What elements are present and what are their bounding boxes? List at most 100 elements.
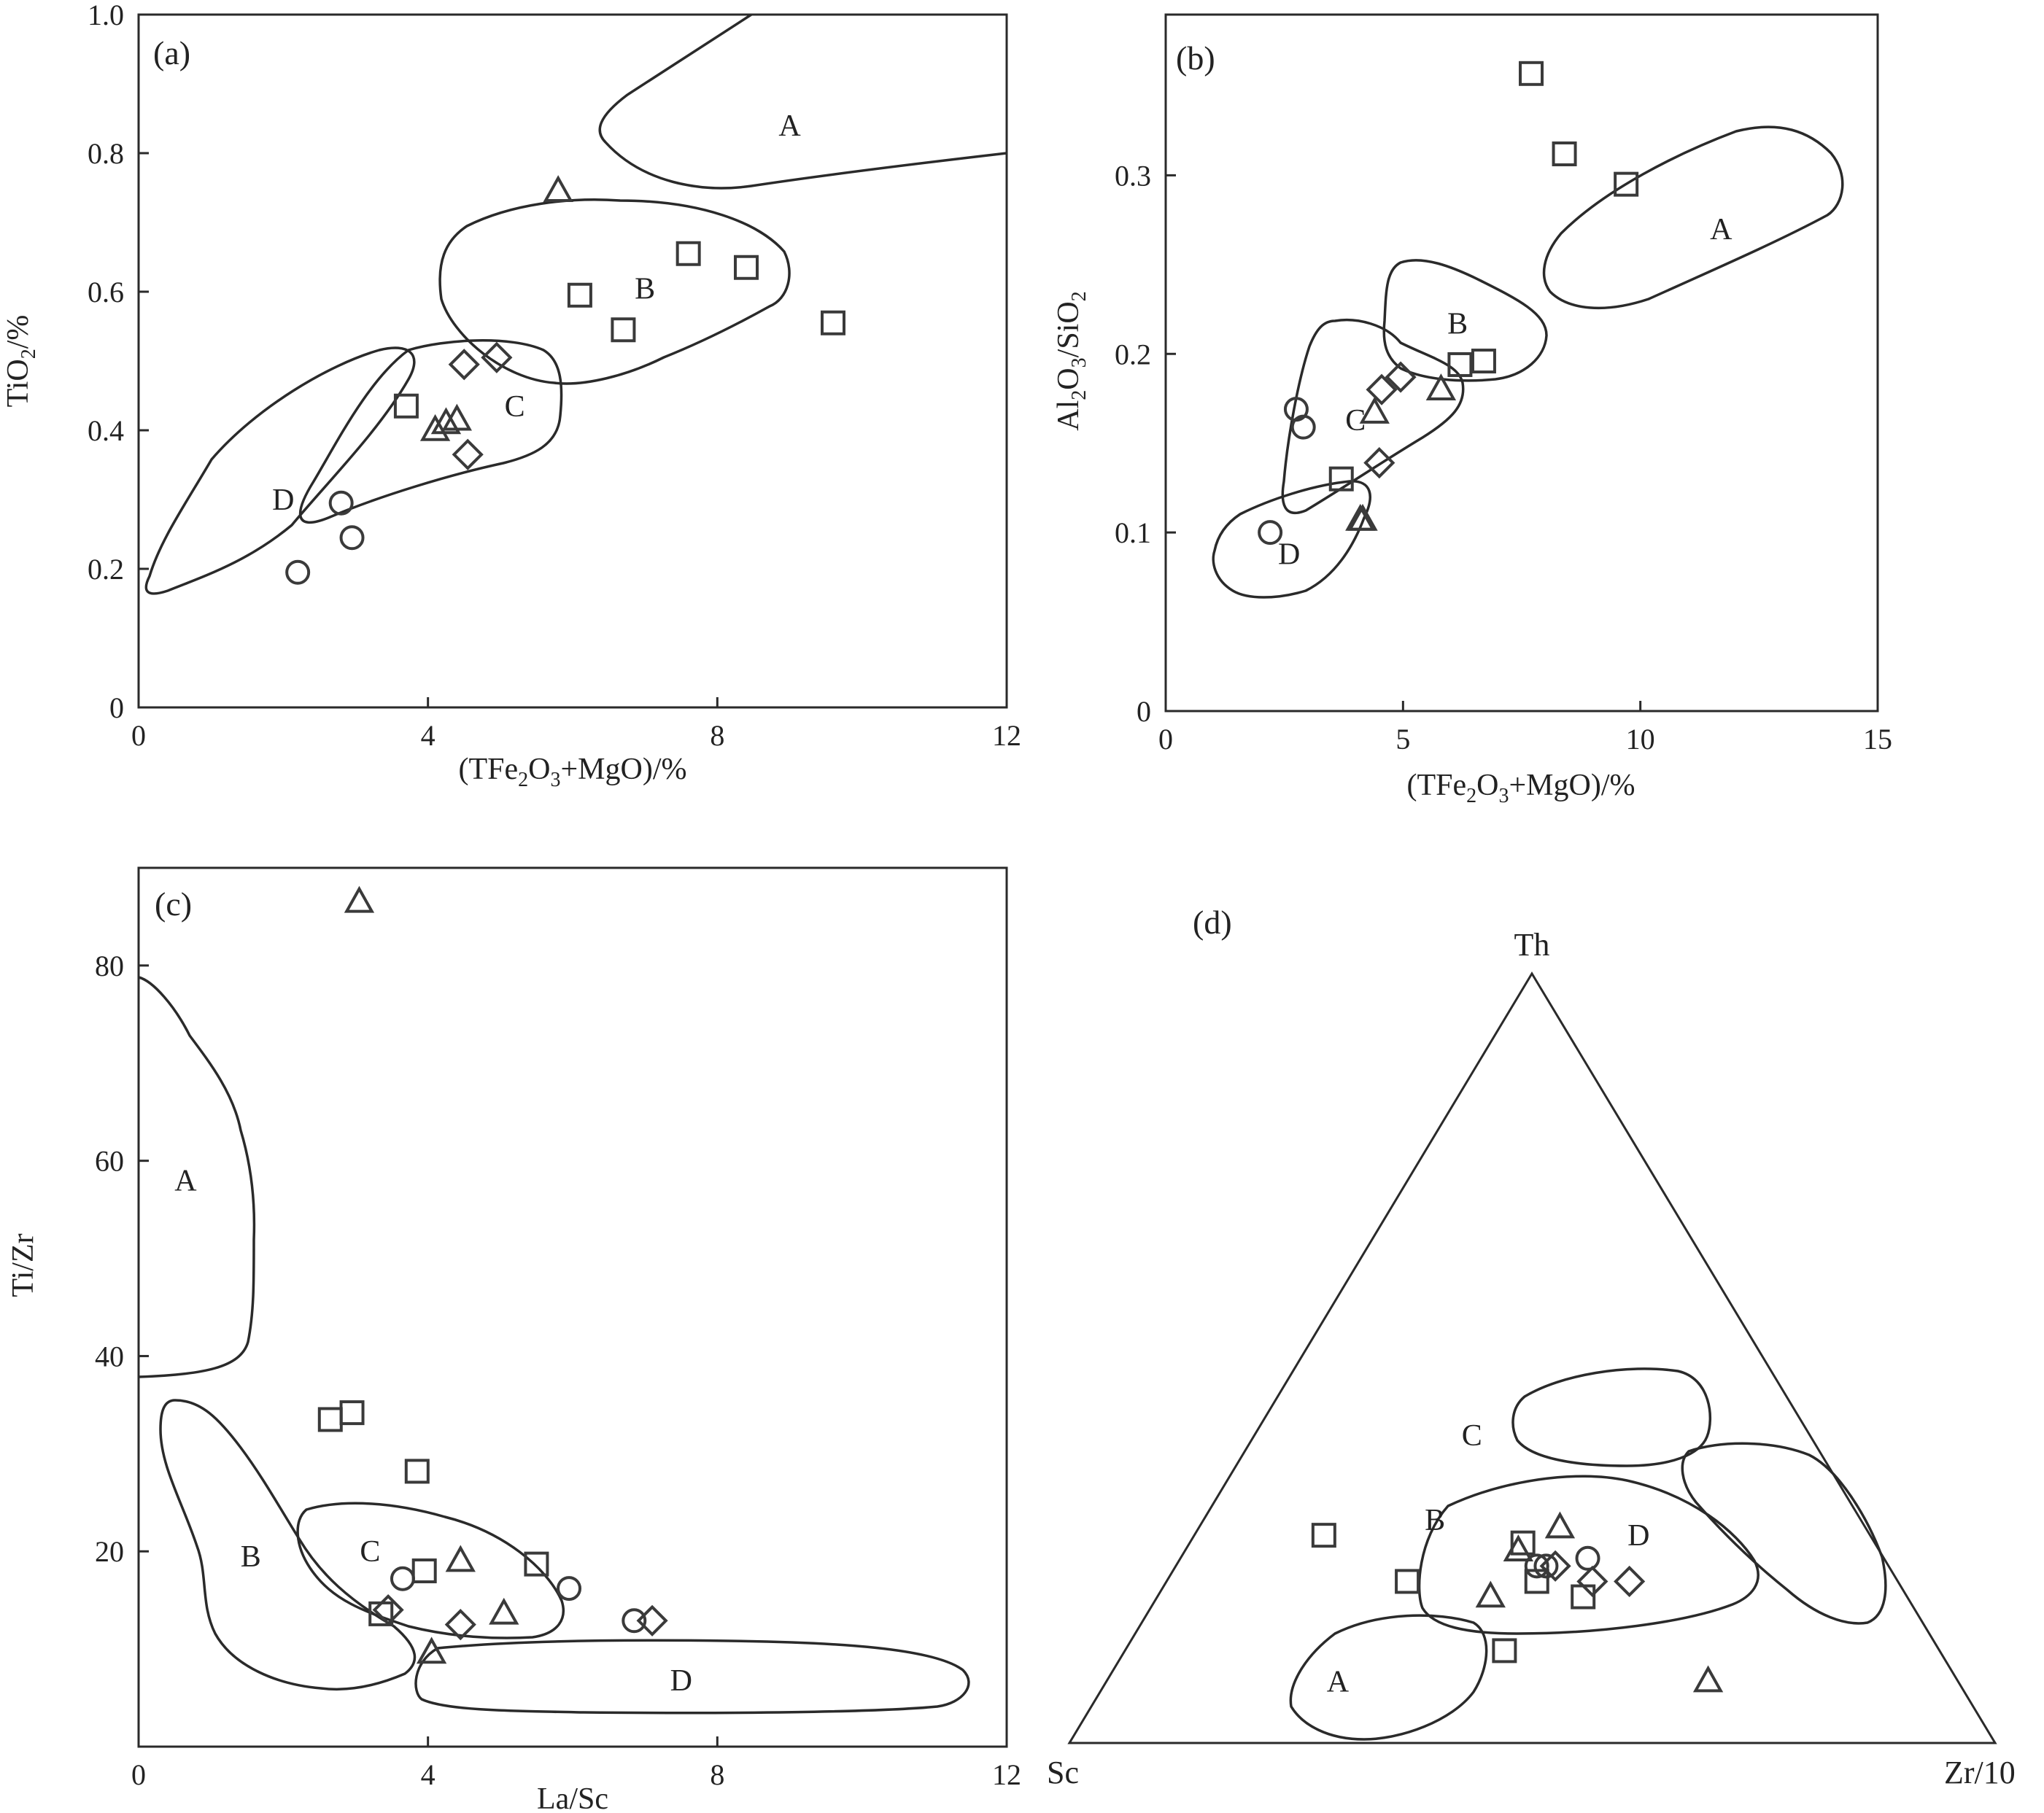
vertex-label-left: Sc — [1047, 1755, 1079, 1790]
diamond-marker — [636, 1604, 668, 1637]
y-tick-label: 80 — [95, 950, 124, 982]
triangle-marker — [1425, 373, 1457, 400]
circle-marker — [622, 1608, 647, 1634]
field-label-a: A — [1710, 213, 1733, 246]
ylabel-part: O — [1052, 368, 1085, 389]
square-marker — [1571, 1584, 1596, 1610]
field-label-b: B — [241, 1540, 261, 1574]
triangle-marker — [1692, 1665, 1724, 1693]
panel-a-points — [285, 175, 845, 585]
square-marker — [411, 1558, 437, 1583]
panel-c-label: (c) — [155, 885, 192, 923]
field-b-outline — [1382, 259, 1548, 382]
panel-b-frame — [1164, 13, 1879, 713]
field-label-a: A — [778, 109, 801, 143]
diamond-marker — [448, 349, 480, 381]
diamond-marker — [1366, 373, 1398, 405]
vertex-label-right: Zr/10 — [1944, 1755, 2016, 1790]
square-marker — [339, 1400, 365, 1426]
diamond-marker — [1614, 1565, 1646, 1598]
field-label-d: D — [670, 1664, 692, 1698]
x-tick-label: 0 — [131, 1758, 146, 1791]
panel-c-frame — [137, 866, 1008, 1748]
triangle-marker — [416, 1637, 447, 1664]
y-tick-label: 0 — [109, 691, 124, 724]
xlabel-subscript: 3 — [1498, 785, 1509, 807]
field-d-outline — [1681, 1442, 1887, 1625]
square-marker — [1492, 1638, 1517, 1663]
panel-b-y-axis-label: Al2O3/SiO2 — [1052, 291, 1091, 430]
panel-c-x-axis-label: La/Sc — [537, 1782, 608, 1813]
field-label-b: B — [635, 272, 655, 306]
square-marker — [1471, 349, 1496, 374]
panel-d-label: (d) — [1193, 904, 1232, 941]
y-tick-label: 0 — [1137, 695, 1151, 728]
xlabel-part: +MgO)/% — [560, 753, 686, 786]
y-tick-label: 40 — [95, 1340, 124, 1373]
xlabel-part: O — [1476, 769, 1498, 802]
panel-b-points — [1258, 61, 1639, 546]
panel-b-x-axis-label: (TFe2O3+MgO)/% — [1406, 769, 1635, 807]
square-marker — [1447, 352, 1473, 377]
ylabel-part: TiO — [1, 359, 35, 407]
field-c-outline — [1511, 1367, 1712, 1467]
x-tick-label: 8 — [710, 1758, 724, 1791]
circle-marker — [339, 525, 365, 551]
circle-marker — [1575, 1545, 1600, 1571]
square-marker — [1552, 141, 1577, 166]
y-tick-label: 0.3 — [1115, 159, 1151, 192]
field-label-c: C — [505, 390, 525, 424]
triangle-marker — [344, 885, 375, 913]
square-marker — [734, 255, 759, 280]
xlabel-subscript: 2 — [1466, 785, 1476, 807]
field-label-b: B — [1447, 308, 1468, 341]
triangle-marker — [543, 175, 573, 202]
field-label-c: C — [1462, 1419, 1482, 1453]
triangle-marker — [1503, 1534, 1534, 1561]
circle-marker — [1290, 414, 1316, 440]
panel-c-y-axis-label: Ti/Zr — [7, 1233, 40, 1297]
triangle-marker — [419, 414, 451, 441]
x-tick-label: 4 — [421, 719, 435, 752]
diamond-marker — [1385, 361, 1417, 393]
triangle-marker — [1359, 396, 1390, 424]
x-tick-label: 10 — [1626, 723, 1655, 756]
square-marker — [1395, 1569, 1420, 1594]
panel-a-frame — [137, 13, 1008, 709]
ylabel-subscript: 2 — [1068, 291, 1091, 301]
ylabel-subscript: 3 — [1068, 357, 1091, 368]
circle-marker — [1524, 1553, 1549, 1579]
panel-d-fields — [1289, 1367, 1887, 1741]
field-d-outline — [1212, 480, 1371, 599]
square-marker — [1519, 61, 1544, 86]
diamond-marker — [444, 1609, 476, 1641]
diamond-marker — [1576, 1565, 1609, 1598]
x-tick-label: 12 — [992, 719, 1021, 752]
triangle-marker — [1475, 1580, 1506, 1608]
circle-marker — [390, 1566, 415, 1591]
diamond-marker — [1363, 447, 1395, 479]
square-marker — [1614, 171, 1639, 197]
square-marker — [393, 393, 419, 419]
field-a-outline — [598, 13, 1007, 190]
y-tick-label: 20 — [95, 1535, 124, 1568]
xlabel-subscript: 2 — [518, 769, 528, 791]
xlabel-part: (TFe — [458, 753, 518, 786]
field-label-b: B — [1425, 1504, 1445, 1537]
square-marker — [404, 1459, 430, 1484]
square-marker — [1311, 1523, 1336, 1548]
field-label-a: A — [174, 1164, 197, 1197]
field-c-outline — [296, 1502, 565, 1639]
square-marker — [675, 241, 701, 266]
panel-c-points — [317, 885, 668, 1664]
diamond-marker — [452, 438, 484, 470]
triangle-marker — [1544, 1511, 1576, 1539]
y-tick-label: 0.6 — [88, 276, 124, 308]
field-a-outline — [1289, 1614, 1488, 1741]
